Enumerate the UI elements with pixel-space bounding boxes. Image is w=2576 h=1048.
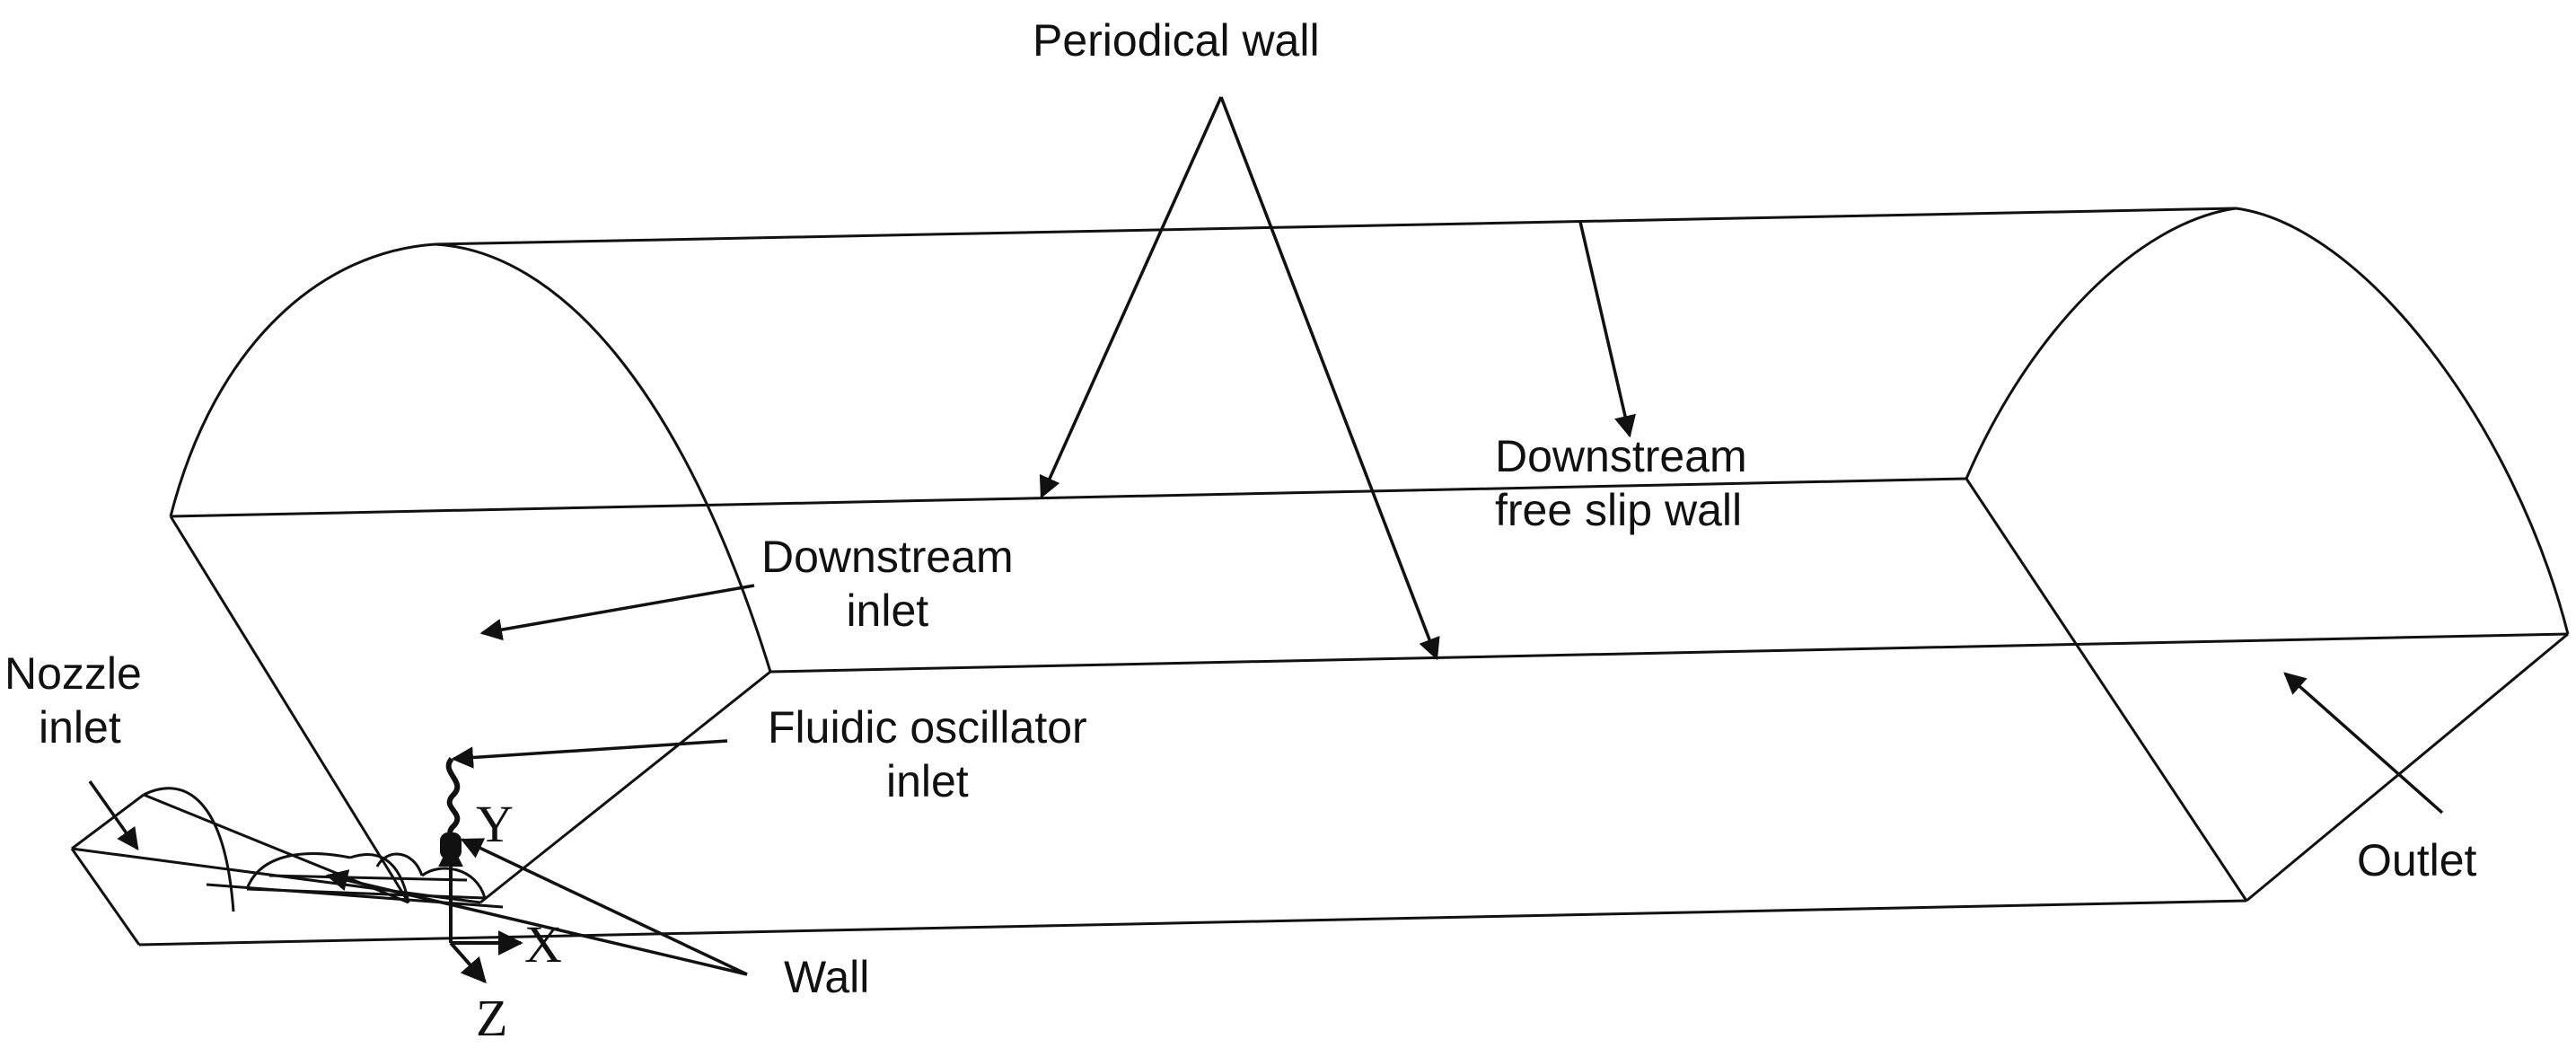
z-axis-label: Z <box>476 989 508 1047</box>
outlet-base-edge <box>1965 478 2248 902</box>
wall-label: Wall <box>784 952 870 1002</box>
bottom-edge <box>138 899 2247 947</box>
fluidic-oscillator <box>440 757 462 859</box>
nozzle-section <box>70 787 504 946</box>
z-axis-arrow <box>449 941 487 984</box>
periodical-wall-arrow-2 <box>1219 96 1440 661</box>
downstream-free-slip-wall-label: Downstream free slip wall <box>1495 431 1747 535</box>
downstream-inlet-label: Downstream inlet <box>761 532 1014 636</box>
outlet-arc <box>1965 207 2570 635</box>
leader-arrows <box>88 96 2444 976</box>
top-ridge-line <box>435 207 2237 246</box>
inlet-base-left <box>169 515 410 903</box>
wall-arrow-1 <box>325 869 748 976</box>
y-axis-label: Y <box>476 795 514 853</box>
inlet-arc <box>169 242 772 673</box>
half-cylinder-domain <box>138 207 2570 947</box>
outlet-base-right <box>2246 632 2569 903</box>
fluidic-oscillator-arrow <box>451 739 728 769</box>
downstream-inlet-arrow <box>479 584 755 641</box>
inlet-base-right <box>479 670 771 904</box>
free-slip-wall-arrow <box>1578 221 1636 438</box>
periodical-edge-upper <box>170 477 1967 518</box>
periodical-edge-lower <box>769 632 2569 674</box>
wall-arrow-2 <box>460 838 748 976</box>
fluidic-oscillator-inlet-label: Fluidic oscillator inlet <box>768 702 1087 806</box>
periodical-wall-label: Periodical wall <box>1033 15 1320 66</box>
coordinate-axes <box>438 841 523 984</box>
nozzle-inlet-label: Nozzle inlet <box>4 648 142 753</box>
periodical-wall-arrow-1 <box>1039 96 1223 499</box>
outlet-arrow <box>2283 672 2444 815</box>
nozzle-inlet-arrow <box>88 779 139 851</box>
x-axis-label: X <box>524 915 562 973</box>
outlet-label: Outlet <box>2357 835 2477 885</box>
